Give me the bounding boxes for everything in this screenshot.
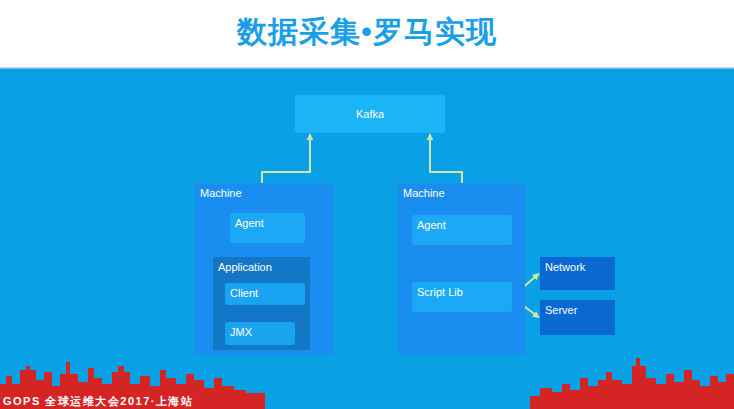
machine-group: MachineAgentApplicationClientJMX — [195, 183, 333, 355]
node-label: Client — [230, 286, 258, 300]
node-label: Server — [545, 303, 577, 317]
machine-group: MachineAgentScript Lib — [398, 183, 525, 355]
node-label: Agent — [417, 218, 446, 232]
target-box: Server — [540, 300, 615, 335]
slide-title: 数据采集•罗马实现 — [0, 12, 734, 53]
footer-label: GOPS 全球运维大会2017·上海站 — [3, 395, 193, 408]
node-label: Machine — [200, 186, 242, 200]
node-label: Network — [545, 260, 585, 274]
node-label: Machine — [403, 186, 445, 200]
application-group: ApplicationClientJMX — [213, 257, 310, 350]
node-label: Script Lib — [417, 285, 463, 299]
node-label: JMX — [230, 325, 252, 339]
footer-band — [0, 393, 265, 409]
node-label: Application — [218, 260, 272, 274]
agent-box: Agent — [230, 213, 305, 243]
title-band — [0, 0, 734, 68]
jmx-box: JMX — [225, 322, 295, 345]
title-rule — [0, 67, 734, 69]
agent-box: Agent — [412, 215, 512, 245]
city-skyline — [530, 358, 734, 409]
client-box: Client — [225, 283, 305, 305]
node-label: Kafka — [356, 107, 384, 121]
script-lib-box: Script Lib — [412, 282, 512, 312]
target-box: Network — [540, 257, 615, 290]
node-label: Agent — [235, 216, 264, 230]
broker-box: Kafka — [295, 95, 445, 133]
